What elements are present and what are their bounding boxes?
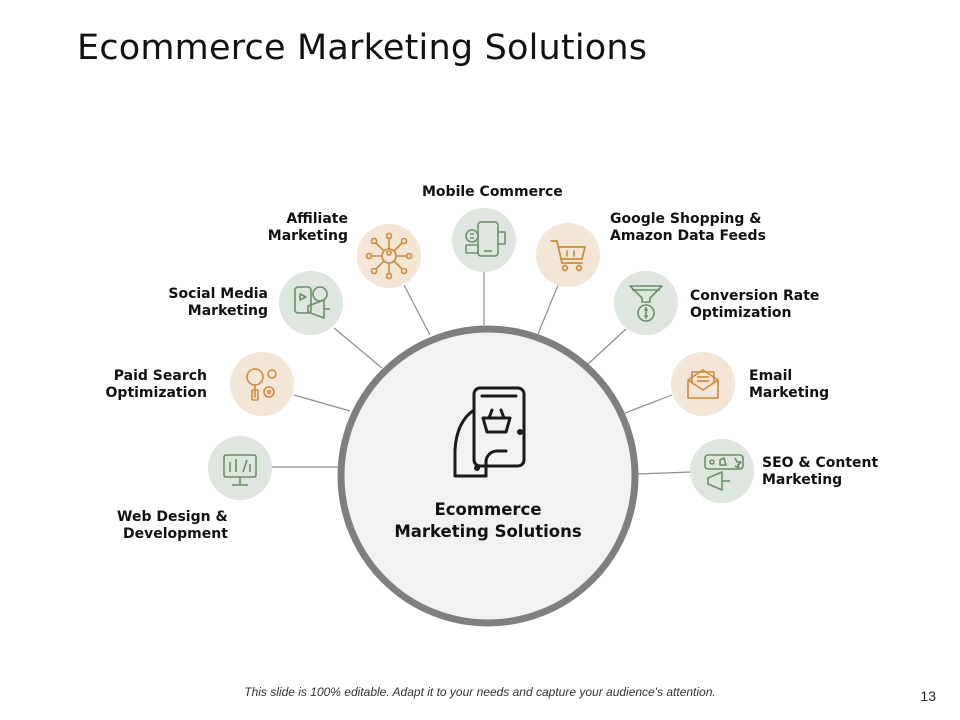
label-conversion-rate-line2: Optimization xyxy=(690,305,792,321)
label-social-media-line2: Marketing xyxy=(187,303,268,319)
slide-title: Ecommerce Marketing Solutions xyxy=(77,28,648,68)
node-google-shopping xyxy=(536,223,600,287)
node-seo-content xyxy=(690,439,754,503)
connector-conversion-rate xyxy=(587,328,627,365)
label-google-shopping: Google Shopping & Amazon Data Feeds xyxy=(610,211,766,245)
label-conversion-rate-line1: Conversion Rate xyxy=(690,288,820,304)
center-label: Ecommerce Marketing Solutions xyxy=(355,499,621,543)
mobile-shopping-basket-icon xyxy=(453,386,526,478)
label-seo-content-line1: SEO & Content xyxy=(762,455,879,471)
label-social-media-line1: Social Media xyxy=(168,286,268,302)
label-mobile-commerce-line1: Mobile Commerce xyxy=(422,184,563,200)
node-affiliate xyxy=(357,224,421,288)
connector-affiliate xyxy=(403,284,431,336)
label-paid-search-line2: Optimization xyxy=(105,385,207,401)
center-label-line1: Ecommerce xyxy=(434,500,542,519)
label-paid-search: Paid Search Optimization xyxy=(106,368,207,402)
funnel-coin-icon xyxy=(629,285,663,322)
label-google-shopping-line1: Google Shopping & xyxy=(610,211,762,227)
label-web-design: Web Design & Development xyxy=(117,509,228,543)
label-seo-content-line2: Marketing xyxy=(762,472,843,488)
node-mobile-commerce xyxy=(452,208,516,272)
label-paid-search-line1: Paid Search xyxy=(113,368,207,384)
label-mobile-commerce: Mobile Commerce xyxy=(422,184,563,201)
node-email xyxy=(671,352,735,416)
megaphone-feedback-icon xyxy=(704,454,744,491)
center-label-line2: Marketing Solutions xyxy=(394,522,582,541)
label-conversion-rate: Conversion Rate Optimization xyxy=(690,288,819,322)
label-email: Email Marketing xyxy=(749,368,829,402)
social-megaphone-icon xyxy=(294,286,330,319)
monitor-design-icon xyxy=(223,454,257,486)
connector-seo-content xyxy=(636,471,693,475)
label-seo-content: SEO & Content Marketing xyxy=(762,455,878,489)
connector-lines xyxy=(272,271,693,475)
label-affiliate: Affiliate Marketing xyxy=(268,211,348,245)
connector-google-shopping xyxy=(537,284,559,335)
connector-email xyxy=(624,394,673,414)
mobile-payment-icon xyxy=(465,221,506,257)
page-number: 13 xyxy=(920,688,936,704)
label-google-shopping-line2: Amazon Data Feeds xyxy=(610,228,766,244)
node-web-design xyxy=(208,436,272,500)
search-gears-icon xyxy=(246,368,277,401)
shopping-cart-icon xyxy=(550,240,586,272)
label-email-line1: Email xyxy=(749,368,793,384)
node-conversion-rate xyxy=(614,271,678,335)
envelope-icon xyxy=(687,369,719,399)
label-email-line2: Marketing xyxy=(749,385,830,401)
label-web-design-line2: Development xyxy=(123,526,228,542)
connector-social-media xyxy=(333,327,383,369)
center-hub xyxy=(337,325,639,627)
label-affiliate-line2: Marketing xyxy=(267,228,348,244)
label-web-design-line1: Web Design & xyxy=(117,509,228,525)
network-people-icon xyxy=(365,232,413,280)
label-affiliate-line1: Affiliate xyxy=(286,211,348,227)
connector-paid-search xyxy=(293,394,351,412)
footer-note: This slide is 100% editable. Adapt it to… xyxy=(244,685,716,699)
label-social-media: Social Media Marketing xyxy=(168,286,268,320)
node-paid-search xyxy=(230,352,294,416)
